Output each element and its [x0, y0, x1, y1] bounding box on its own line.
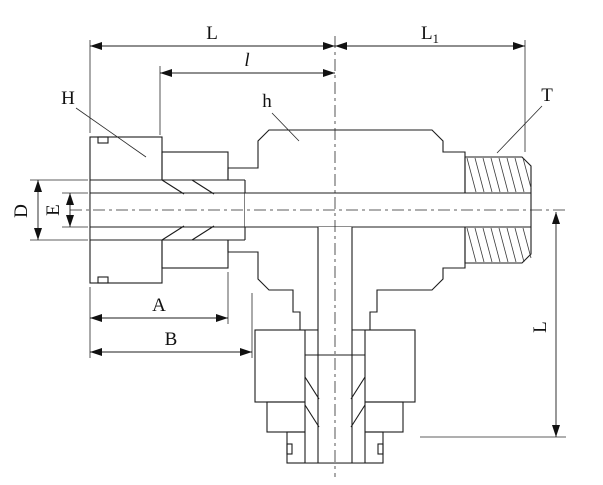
nut-relief-groove-bottom: [97, 276, 109, 284]
dimension-labels: L L1 l H h T D E A B L: [11, 23, 553, 350]
nut-relief-groove-top: [97, 136, 109, 144]
label-l: l: [244, 50, 249, 71]
front-ferrule: [161, 179, 185, 195]
thread-hatching: [466, 157, 532, 263]
fitting-body: [227, 129, 466, 331]
label-H: H: [61, 88, 75, 109]
branch-nut-groove-left: [286, 443, 293, 455]
branch-nut-groove-right: [377, 443, 384, 455]
leader-T: [496, 105, 543, 154]
leader-h: [271, 112, 300, 142]
back-ferrule: [191, 179, 215, 195]
centerlines: [70, 36, 566, 477]
label-E: E: [43, 204, 64, 216]
label-D: D: [11, 204, 32, 218]
dimension-lines: [34, 42, 560, 437]
label-L-right: L: [530, 321, 551, 333]
branch-front-ferrule: [304, 376, 320, 400]
label-L1: L1: [421, 23, 439, 46]
through-bore: [90, 192, 532, 228]
label-B: B: [165, 329, 178, 350]
label-L-top: L: [206, 23, 218, 44]
branch-back-ferrule: [304, 404, 320, 428]
extension-lines: [30, 40, 566, 438]
label-A: A: [152, 295, 166, 316]
label-h: h: [262, 91, 272, 112]
leader-lines: [75, 105, 543, 158]
leader-H: [75, 107, 147, 158]
label-T: T: [541, 85, 553, 106]
